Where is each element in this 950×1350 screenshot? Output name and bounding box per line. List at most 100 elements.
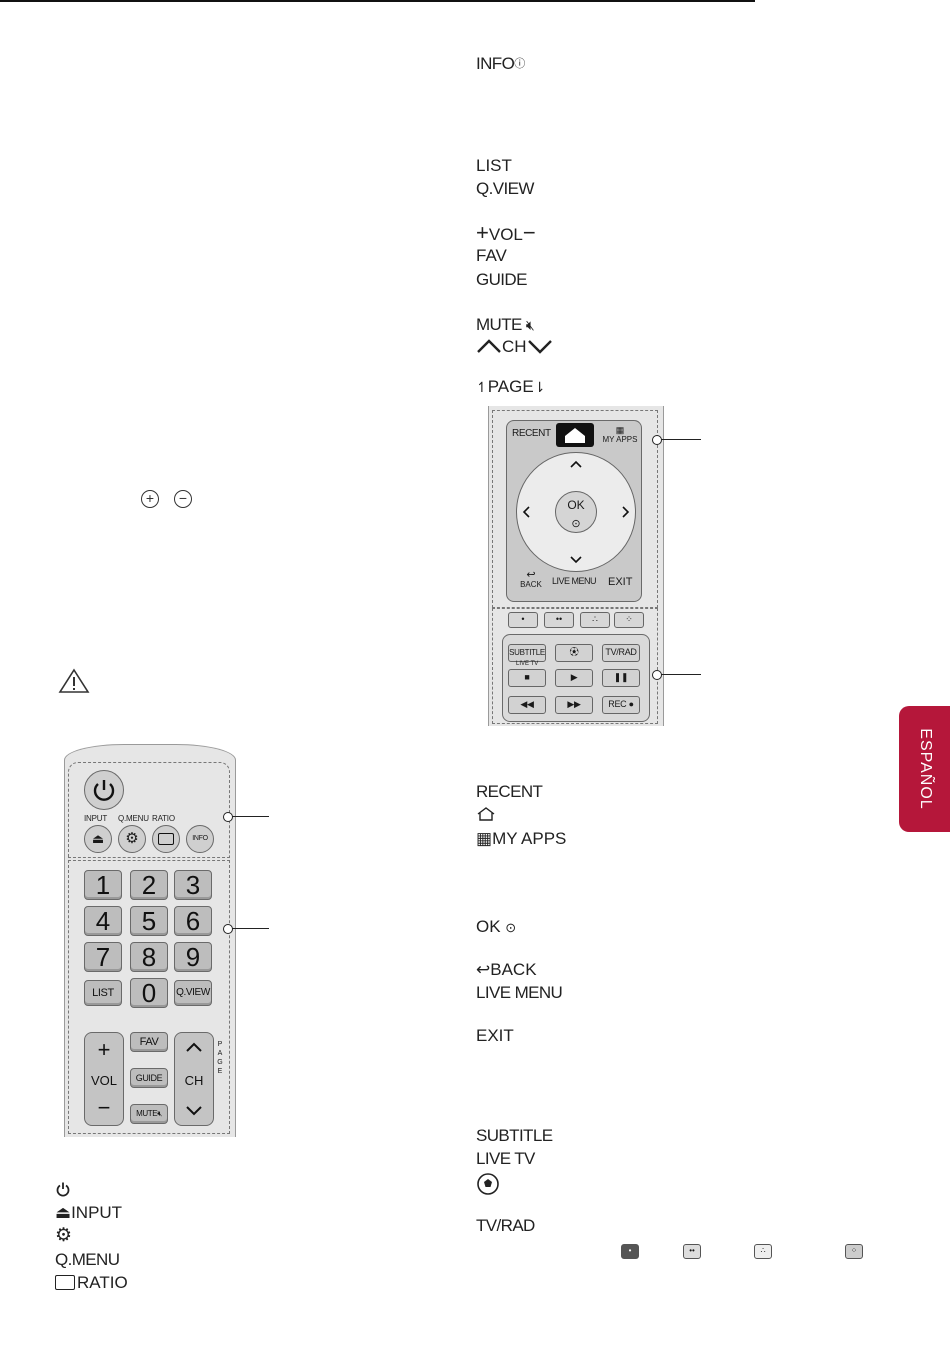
live-menu-key[interactable]: LIVE MENU	[552, 576, 597, 586]
play-key[interactable]: ▶	[555, 669, 593, 687]
info-button[interactable]: INFO	[186, 825, 214, 853]
callout-line	[232, 928, 269, 929]
qmenu-button[interactable]: ⚙	[118, 825, 146, 853]
stop-key[interactable]: ■	[508, 669, 546, 687]
channel-rocker[interactable]: CH	[174, 1032, 214, 1126]
digit-0-key[interactable]: 0	[130, 978, 168, 1008]
red-color-key[interactable]: •	[508, 612, 538, 628]
back-label: ↩BACK	[476, 960, 537, 979]
directional-pad[interactable]: OK⊙	[516, 452, 636, 572]
tv-rad-label: TV/RAD	[476, 1216, 535, 1235]
blue-color-key[interactable]: ⁘	[614, 612, 644, 628]
input-icon: ⏏	[91, 831, 105, 846]
page-down-icon: ⇂	[533, 379, 546, 395]
my-apps-key[interactable]: ▦MY APPS	[600, 426, 640, 445]
back-arrow-icon: ↩	[526, 569, 536, 581]
play-icon: ▶	[570, 672, 578, 682]
top-rule	[0, 0, 755, 2]
chevron-up-icon	[477, 339, 501, 353]
callout-dot	[652, 435, 662, 445]
ok-label: OK ⊙	[476, 917, 517, 936]
subtitle-key[interactable]: SUBTITLE	[508, 644, 546, 662]
gear-icon: ⚙	[125, 830, 139, 847]
ratio-key-label: RATIO	[152, 814, 175, 823]
input-icon: ⏏	[55, 1203, 72, 1222]
my-apps-label: ▦MY APPS	[476, 829, 567, 848]
home-label	[476, 806, 496, 827]
tv-rad-key[interactable]: TV/RAD	[602, 644, 640, 662]
page-side-label: PAGE	[217, 1041, 223, 1075]
digit-9-key[interactable]: 9	[174, 942, 212, 972]
list-label: LIST	[476, 156, 512, 175]
info-label: INFOⓘ	[476, 54, 525, 73]
home-icon	[565, 428, 585, 443]
digit-5-key[interactable]: 5	[130, 906, 168, 936]
home-button[interactable]	[556, 423, 594, 447]
green-color-key[interactable]: ••	[544, 612, 574, 628]
dashed-group-2	[68, 860, 230, 1134]
volume-rocker[interactable]: + VOL −	[84, 1032, 124, 1126]
page-label: ↿PAGE⇂	[476, 377, 546, 396]
recent-key[interactable]: RECENT	[512, 428, 551, 439]
list-key[interactable]: LIST	[84, 980, 122, 1006]
live-tv-label: LIVE TV	[476, 1149, 535, 1168]
mute-icon: 🔇︎	[525, 317, 535, 333]
digit-6-key[interactable]: 6	[174, 906, 212, 936]
info-icon: ⓘ	[514, 58, 525, 70]
dashed-group-3	[492, 410, 658, 608]
digit-2-key[interactable]: 2	[130, 870, 168, 900]
power-button[interactable]	[84, 770, 124, 810]
arrow-up-icon	[570, 460, 582, 468]
ch-up-icon	[186, 1042, 202, 1052]
remote-control-bottom: RECENT ▦MY APPS OK⊙ ↩BACK LIVE MENU EXIT…	[488, 406, 664, 726]
vol-minus-icon: −	[97, 1095, 111, 1120]
blue-key-icon: ⁘	[845, 1244, 863, 1259]
callout-line	[661, 439, 701, 440]
exit-label: EXIT	[476, 1026, 514, 1045]
rewind-key[interactable]: ◀◀	[508, 696, 546, 714]
fav-label: FAV	[476, 246, 507, 265]
pause-icon: ❚❚	[613, 672, 629, 682]
exit-key[interactable]: EXIT	[608, 576, 633, 588]
rec-key[interactable]: REC ●	[602, 696, 640, 714]
ch-label: CH	[476, 337, 553, 357]
home-outline-icon	[477, 807, 495, 821]
pause-key[interactable]: ❚❚	[602, 669, 640, 687]
green-key-icon: ••	[683, 1244, 701, 1259]
digit-3-key[interactable]: 3	[174, 870, 212, 900]
back-key[interactable]: ↩BACK	[514, 569, 548, 590]
fast-forward-icon: ▶▶	[567, 699, 581, 709]
guide-key[interactable]: GUIDE	[130, 1068, 168, 1088]
stop-icon: ■	[524, 672, 530, 682]
minus-icon: −	[522, 220, 536, 245]
mute-key[interactable]: MUTE🔇︎	[130, 1104, 168, 1124]
digit-4-key[interactable]: 4	[84, 906, 122, 936]
fast-forward-key[interactable]: ▶▶	[555, 696, 593, 714]
arrow-right-icon	[622, 506, 630, 518]
digit-1-key[interactable]: 1	[84, 870, 122, 900]
power-icon	[93, 780, 115, 801]
arrow-left-icon	[522, 506, 530, 518]
vol-label: +VOL−	[476, 220, 536, 245]
guide-label: GUIDE	[476, 270, 527, 289]
digit-8-key[interactable]: 8	[130, 942, 168, 972]
qview-label: Q.VIEW	[476, 179, 534, 198]
yellow-color-key[interactable]: ∴	[580, 612, 610, 628]
subtitle-label: SUBTITLE	[476, 1126, 553, 1145]
ratio-button[interactable]	[152, 825, 180, 853]
warning-icon	[58, 668, 90, 693]
live-menu-label: LIVE MENU	[476, 983, 563, 1002]
callout-line	[661, 674, 701, 675]
digit-7-key[interactable]: 7	[84, 942, 122, 972]
plus-icon: +	[476, 220, 489, 245]
arrow-down-icon	[570, 556, 582, 564]
vol-plus-icon: +	[97, 1037, 111, 1062]
qview-key[interactable]: Q.VIEW	[174, 980, 212, 1006]
input-button[interactable]: ⏏	[84, 825, 112, 853]
soccer-key[interactable]: ⚽︎	[555, 644, 593, 662]
ok-button[interactable]: OK⊙	[555, 491, 597, 533]
fav-key[interactable]: FAV	[130, 1032, 168, 1052]
soccer-ball-icon: ⚽︎	[569, 647, 579, 657]
callout-dot	[223, 924, 233, 934]
rewind-icon: ◀◀	[520, 699, 534, 709]
